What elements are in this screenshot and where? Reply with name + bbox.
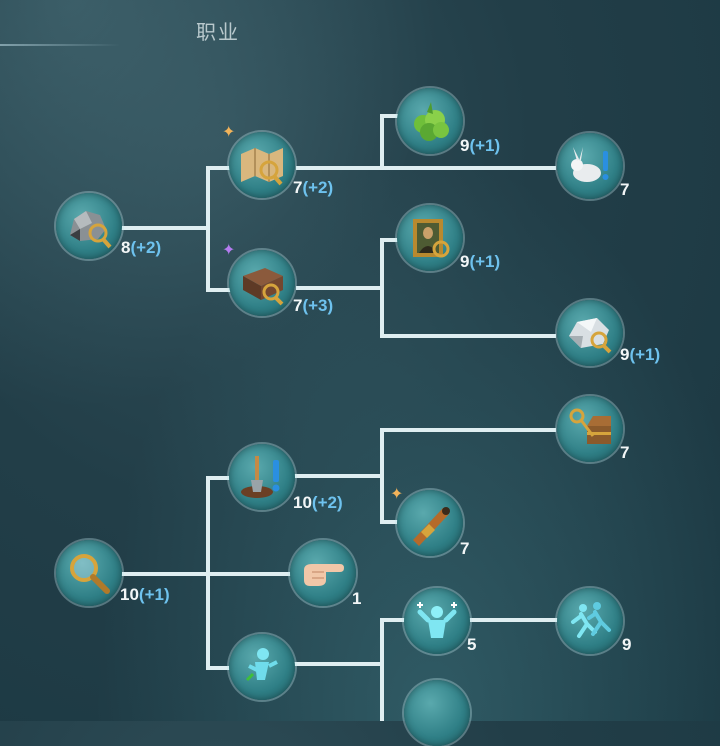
connector <box>206 476 232 480</box>
node-level-finger: 1 <box>352 589 362 608</box>
connector <box>380 428 384 524</box>
herb-icon <box>414 102 449 141</box>
skill-node-map[interactable] <box>229 132 295 198</box>
connector <box>380 114 384 168</box>
rabbit-alert-icon <box>571 147 609 182</box>
skill-node-runners[interactable] <box>557 588 623 654</box>
node-level-runners: 9 <box>622 635 632 654</box>
sparkle-icon: ✦ <box>222 242 236 259</box>
connector <box>206 288 232 292</box>
connector <box>206 666 232 670</box>
pointing-hand-icon <box>304 564 344 586</box>
skill-node-shovel[interactable] <box>229 444 295 510</box>
connector <box>468 618 558 622</box>
book-magnifier-icon <box>243 268 284 306</box>
connector <box>120 226 208 230</box>
node-level-strength: 5 <box>467 635 477 654</box>
connector <box>206 166 232 170</box>
key-treasure-chest-icon <box>569 408 611 444</box>
connector <box>206 476 210 670</box>
connector <box>380 520 400 524</box>
page-title: 职业 <box>196 22 240 44</box>
skill-node-magnifier[interactable] <box>56 540 122 606</box>
skill-node-partial[interactable] <box>404 680 470 746</box>
node-level-rabbit: 7 <box>620 180 630 199</box>
connector <box>380 428 556 432</box>
skill-node-strength[interactable] <box>404 588 470 654</box>
node-level-magnifier: 10(+1) <box>120 585 170 604</box>
connector <box>380 238 400 242</box>
connector <box>296 166 556 170</box>
digging-figure-icon <box>245 648 278 682</box>
skill-node-telescope[interactable] <box>397 490 463 556</box>
skill-node-rabbit[interactable] <box>557 133 623 199</box>
connector <box>380 334 556 338</box>
skill-node-silver[interactable] <box>557 300 623 366</box>
connector <box>380 618 406 622</box>
skill-node-stone[interactable] <box>56 193 122 259</box>
connector <box>294 662 382 666</box>
connector <box>380 114 400 118</box>
skill-node-painting[interactable] <box>397 205 463 271</box>
skill-node-book[interactable] <box>229 250 295 316</box>
magnifier-icon <box>70 554 110 594</box>
connector <box>206 166 210 292</box>
node-level-book: 7(+3) <box>293 296 334 315</box>
node-level-chest: 7 <box>620 443 630 462</box>
telescope-icon <box>413 507 450 546</box>
map-magnifier-icon <box>241 148 283 186</box>
silver-ore-magnifier-icon <box>569 318 612 354</box>
node-level-silver: 9(+1) <box>620 345 661 364</box>
skill-node-digger[interactable] <box>229 634 295 700</box>
node-level-herb: 9(+1) <box>460 136 501 155</box>
connector <box>380 618 384 721</box>
skill-node-finger[interactable] <box>290 540 356 606</box>
node-level-map: 7(+2) <box>293 178 334 197</box>
connector <box>296 286 382 290</box>
mona-lisa-painting-icon <box>413 219 450 258</box>
sparkle-icon: ✦ <box>222 124 236 141</box>
skill-node-herb[interactable] <box>397 88 463 154</box>
connector <box>294 474 382 478</box>
stone-magnifier-icon <box>70 211 112 249</box>
sparkle-icon: ✦ <box>390 486 404 503</box>
node-level-shovel: 10(+2) <box>293 493 343 512</box>
node-level-telescope: 7 <box>460 539 470 558</box>
node-level-stone: 8(+2) <box>121 238 162 257</box>
shovel-alert-icon <box>241 456 280 498</box>
title-underline <box>0 44 120 46</box>
skill-node-chest[interactable] <box>557 396 623 462</box>
strength-figure-icon <box>417 602 457 638</box>
connector <box>380 238 384 338</box>
running-figures-icon <box>571 602 611 638</box>
node-level-painting: 9(+1) <box>460 252 501 271</box>
